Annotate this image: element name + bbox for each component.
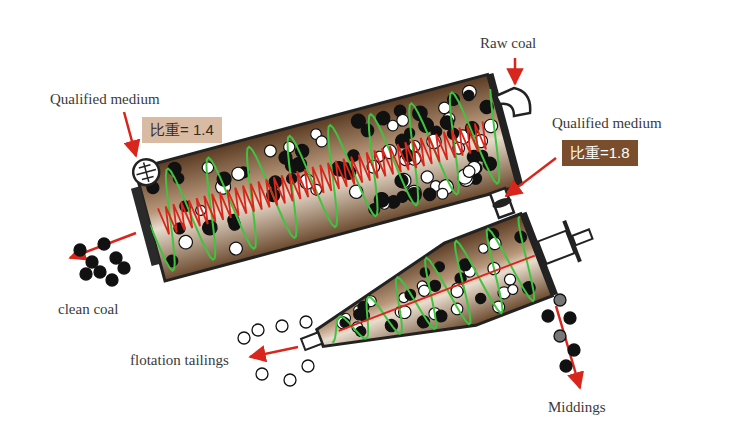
flow-arrow: [124, 112, 136, 156]
flow-label: Middings: [548, 398, 606, 416]
particle: [560, 360, 572, 372]
medium-inlet: [130, 156, 162, 188]
helix: [314, 217, 549, 374]
particle: [256, 368, 268, 380]
particle: [74, 244, 86, 256]
particle: [238, 332, 250, 344]
particle: [462, 89, 475, 102]
particle: [564, 312, 576, 324]
particle: [118, 262, 130, 274]
particle: [110, 252, 122, 264]
particle: [177, 234, 194, 251]
particle: [86, 256, 98, 268]
particle: [165, 254, 179, 268]
flow-label: flotation tailings: [130, 351, 229, 369]
particle: [228, 241, 244, 257]
gravity-value: 比重= 1.4: [150, 121, 214, 139]
gravity-tag: 比重= 1.4: [142, 117, 222, 143]
particle: [542, 310, 554, 322]
axis: [339, 256, 535, 331]
particle: [252, 324, 264, 336]
particle: [80, 268, 92, 280]
coal-particles: [325, 218, 549, 369]
particle: [278, 150, 294, 166]
flow-arrow: [250, 347, 298, 357]
flow-arrows: [70, 58, 580, 388]
cyclone-body: [304, 214, 552, 379]
particle: [302, 360, 314, 372]
tailings-outlet: [301, 332, 322, 350]
outlet-flange: [131, 186, 160, 266]
particle: [230, 166, 246, 182]
flow-arrow: [506, 158, 556, 196]
particle: [420, 169, 435, 184]
particle: [483, 118, 499, 134]
particle: [474, 292, 487, 305]
feed-elbow: [496, 88, 530, 116]
particle: [98, 238, 110, 250]
particle: [422, 187, 437, 202]
flow-label: clean coal: [58, 300, 118, 318]
gravity-value: 比重=1.8: [570, 144, 630, 162]
particle: [300, 316, 312, 328]
particle: [315, 135, 329, 149]
handle-pipe: [572, 229, 592, 245]
particle: [506, 283, 519, 296]
particle: [352, 307, 366, 321]
particle: [411, 104, 429, 122]
flow-label: Qualified medium: [50, 90, 160, 108]
flow-arrow: [514, 58, 517, 84]
particle: [94, 266, 106, 278]
inlet-grid: [134, 160, 158, 184]
flow-label: Raw coal: [480, 34, 536, 52]
product-particles: [74, 238, 580, 386]
pipe-flange: [491, 196, 513, 210]
particle: [106, 274, 118, 286]
particle: [568, 344, 580, 356]
particle: [436, 187, 449, 200]
flow-arrow: [70, 233, 136, 258]
flow-label: Qualified medium: [552, 114, 662, 132]
particle: [284, 374, 296, 386]
flow-arrow: [556, 306, 580, 388]
particle: [554, 330, 566, 342]
cyclone: [287, 193, 606, 386]
particle: [386, 119, 399, 132]
particle: [276, 320, 288, 332]
gravity-tag: 比重=1.8: [562, 140, 638, 166]
particle: [462, 164, 476, 178]
particle: [350, 112, 367, 129]
particle: [554, 294, 566, 306]
particle: [263, 144, 277, 158]
particle: [395, 172, 413, 190]
